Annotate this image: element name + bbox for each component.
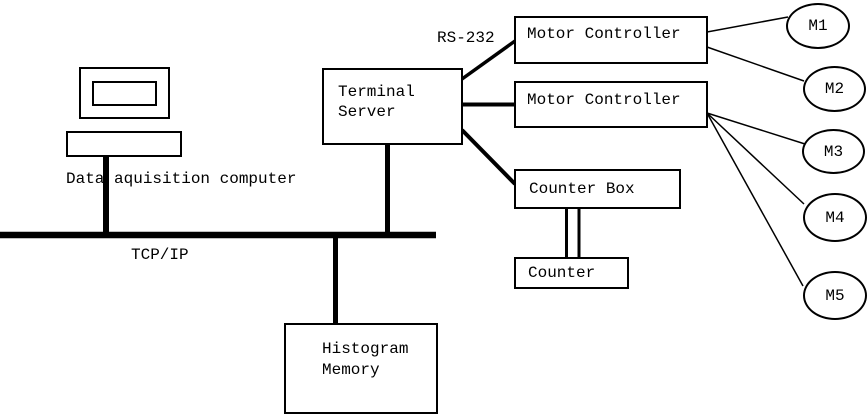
node-terminal-server: Terminal Server — [322, 68, 463, 145]
computer-label: Data aquisition computer — [66, 170, 297, 188]
node-histogram-memory: Histogram Memory — [284, 323, 438, 414]
motor-m5: M5 — [803, 271, 867, 320]
computer-keyboard-icon — [66, 131, 182, 157]
terminal-server-label: Terminal Server — [338, 83, 415, 121]
motor-m4-label: M4 — [825, 208, 845, 227]
motor-controller-2-label: Motor Controller — [527, 91, 681, 109]
motor-m1-label: M1 — [808, 17, 828, 35]
motor-m1: M1 — [786, 3, 850, 49]
terminal-server-to-motor-controller-1-line — [460, 39, 517, 81]
node-counter: Counter — [514, 257, 629, 289]
node-counter-box: Counter Box — [514, 169, 681, 209]
motor-m4: M4 — [803, 193, 867, 242]
node-motor-controller-2: Motor Controller — [514, 81, 708, 128]
computer-screen-icon — [92, 81, 157, 106]
motor-controller-1-to-m2-line — [706, 46, 805, 82]
node-motor-controller-1: Motor Controller — [514, 16, 708, 64]
motor-controller-1-to-m1-line — [706, 16, 789, 33]
histogram-memory-label: Histogram Memory — [322, 340, 409, 379]
motor-controller-2-to-m5-line — [706, 112, 804, 287]
counter-box-label: Counter Box — [529, 179, 635, 198]
rs232-label: RS-232 — [437, 29, 495, 47]
motor-controller-1-label: Motor Controller — [527, 25, 681, 43]
tcpip-label: TCP/IP — [131, 246, 189, 264]
motor-controller-2-to-m4-line — [706, 112, 805, 205]
motor-m2-label: M2 — [824, 80, 845, 98]
counter-label: Counter — [528, 263, 596, 282]
motor-m3: M3 — [802, 129, 865, 174]
motor-m5-label: M5 — [825, 286, 845, 305]
motor-m2: M2 — [803, 66, 866, 112]
motor-controller-2-to-m3-line — [706, 112, 806, 145]
terminal-server-to-counter-box-line — [460, 128, 517, 186]
motor-m3-label: M3 — [823, 142, 844, 161]
